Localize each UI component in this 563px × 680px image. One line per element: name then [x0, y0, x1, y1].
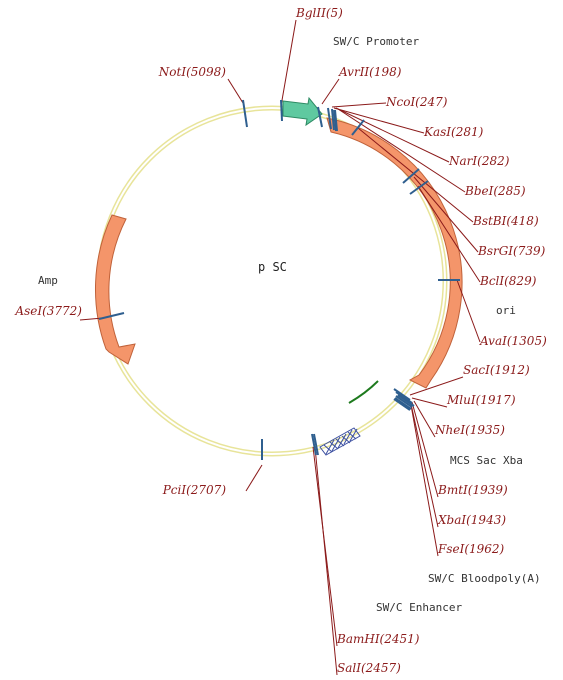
site-label-bsrgi: BsrGI(739)	[477, 244, 546, 258]
leader-bcli	[417, 185, 481, 283]
site-label-ncoi: NcoI(247)	[385, 95, 448, 109]
leader-ncoi	[331, 102, 387, 108]
site-label-bglii: BglII(5)	[295, 6, 343, 20]
tick-avrii	[317, 106, 323, 128]
enhancer-label: SW/C Enhancer	[376, 601, 462, 614]
tick-bcli	[409, 180, 429, 195]
site-label-bcli: BclI(829)	[479, 274, 537, 288]
leader-bstbi	[357, 127, 474, 223]
leader-avrii	[321, 78, 340, 105]
site-label-mlui: MluI(1917)	[446, 393, 516, 407]
mcs-label: MCS Sac Xba	[450, 454, 523, 467]
plasmid-name: p SC	[258, 260, 287, 274]
tick-sali	[313, 433, 319, 456]
site-label-bbei: BbeI(285)	[464, 184, 526, 198]
site-label-fsei: FseI(1962)	[437, 542, 505, 556]
leader-nari	[335, 107, 450, 163]
polya-label: SW/C Bloodpoly(A)	[428, 572, 541, 585]
site-label-noti: NotI(5098)	[158, 65, 227, 79]
site-ticks	[98, 99, 460, 460]
leader-mlui	[411, 397, 448, 408]
promoter-label: SW/C Promoter	[333, 35, 419, 48]
site-labels: BglII(5) AvrII(198) NcoI(247) KasI(281) NarI…	[14, 6, 547, 675]
site-label-nari: NarI(282)	[448, 154, 510, 168]
tick-bglii	[280, 99, 283, 122]
site-label-kasi: KasI(281)	[423, 125, 484, 139]
site-label-bamhi: BamHI(2451)	[336, 632, 420, 646]
mcs-block	[319, 427, 361, 456]
tick-xbai	[394, 397, 412, 410]
leader-bglii	[280, 19, 297, 107]
insulator-segment	[348, 380, 379, 404]
leader-fsei	[410, 404, 439, 557]
leader-bsrgi	[413, 176, 479, 253]
site-label-bstbi: BstBI(418)	[472, 214, 539, 228]
leader-pcii	[245, 464, 263, 492]
promoter-arrow	[282, 96, 323, 127]
leader-nhei	[413, 400, 436, 438]
tick-asei	[98, 312, 125, 320]
tick-bmti	[395, 395, 413, 408]
leader-sali	[314, 446, 338, 676]
tick-bsrgi	[402, 168, 420, 184]
tick-nhei	[397, 394, 415, 407]
site-label-asei: AseI(3772)	[14, 304, 82, 318]
site-label-sali: SalI(2457)	[337, 661, 401, 675]
tick-ncoi	[327, 107, 332, 130]
leader-avai	[456, 279, 481, 343]
leader-kasi	[333, 107, 425, 134]
tick-fsei	[393, 398, 411, 411]
site-label-nhei: NheI(1935)	[434, 423, 505, 437]
amp-label: Amp	[38, 274, 58, 287]
tick-kasi	[331, 108, 335, 131]
site-label-saci: SacI(1912)	[463, 363, 530, 377]
amp-arrow	[94, 214, 136, 365]
tick-bbei	[334, 109, 338, 132]
site-label-avai: AvaI(1305)	[479, 334, 547, 348]
tick-bamhi	[311, 433, 317, 456]
tick-saci	[393, 388, 411, 401]
tick-bstbi	[351, 119, 365, 136]
site-label-pcii: PciI(2707)	[162, 483, 227, 497]
leader-noti	[227, 78, 244, 104]
ori-label: ori	[496, 304, 516, 317]
leader-bbei	[337, 108, 466, 193]
tick-noti	[242, 99, 248, 128]
site-label-bmti: BmtI(1939)	[437, 483, 508, 497]
leader-xbai	[410, 403, 439, 528]
leader-bmti	[411, 401, 439, 498]
site-label-xbai: XbaI(1943)	[437, 513, 506, 527]
site-label-avrii: AvrII(198)	[338, 65, 402, 79]
tick-mlui	[395, 391, 413, 404]
site-leaders	[79, 19, 481, 676]
leader-saci	[409, 376, 464, 396]
